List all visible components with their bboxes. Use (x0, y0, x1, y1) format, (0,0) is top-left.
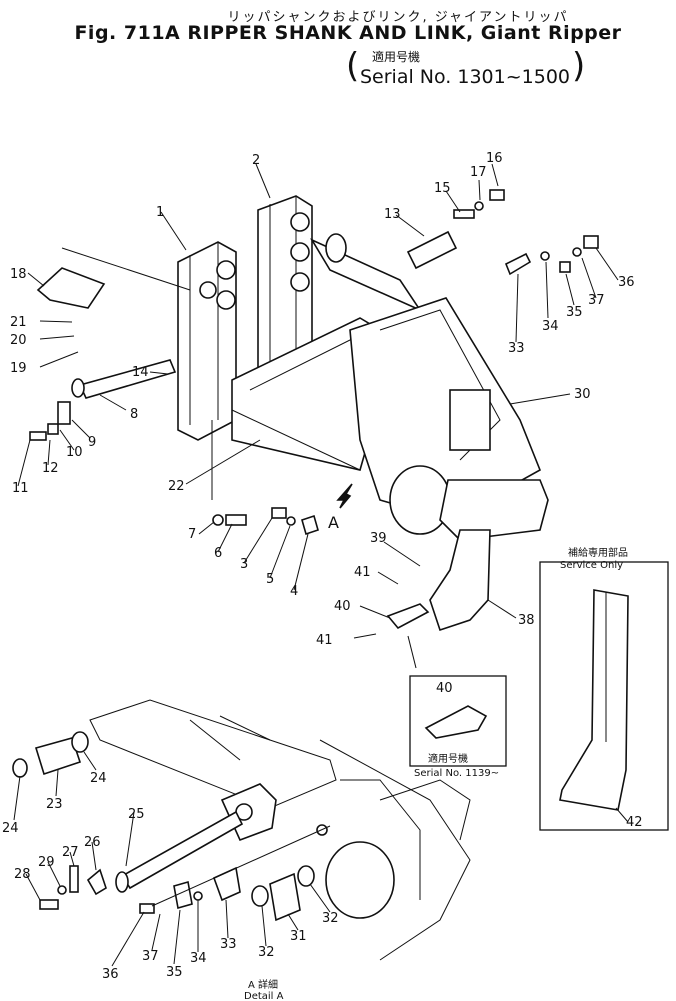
detail-leaders (13, 751, 331, 967)
part-label: 3 (240, 557, 248, 572)
detail-a-jp: A 詳細 (248, 978, 278, 991)
part-label: 37 (588, 293, 605, 308)
part-label: 28 (14, 867, 31, 882)
part-label: 12 (42, 461, 59, 476)
figure-title: Fig. 711A RIPPER SHANK AND LINK, Giant R… (74, 22, 622, 44)
part-label: 38 (518, 613, 535, 628)
part-label: 22 (168, 479, 185, 494)
part-label: 10 (66, 445, 83, 460)
part-label: 7 (188, 527, 196, 542)
service-only-label: Service Only (560, 560, 623, 571)
part-label: 26 (84, 835, 101, 850)
part-label: 11 (12, 481, 29, 496)
service-only-jp: 補給専用部品 (568, 546, 628, 559)
serial-inset (409, 675, 507, 767)
part-label: 24 (90, 771, 107, 786)
part-label: 4 (290, 584, 298, 599)
part-label: 36 (102, 967, 119, 982)
part-label: 40 (334, 599, 351, 614)
leader-lines (17, 163, 619, 669)
part-label: 19 (10, 361, 27, 376)
part-label: 21 (10, 315, 27, 330)
part-label: 35 (566, 305, 583, 320)
view-marker-a: A (328, 513, 339, 532)
part-label: 30 (574, 387, 591, 402)
part-label: 8 (130, 407, 138, 422)
part-label: 41 (316, 633, 333, 648)
part-label: 25 (128, 807, 145, 822)
part-label: 6 (214, 546, 222, 561)
part-label: 27 (62, 845, 79, 860)
applicable-models-japanese: 適用号機 (372, 50, 421, 64)
serial-note-jp: 適用号機 (428, 752, 468, 765)
serial-note: Serial No. 1139~ (414, 768, 499, 779)
part-label: 13 (384, 207, 401, 222)
part-label: 2 (252, 153, 260, 168)
part-label: 37 (142, 949, 159, 964)
part-label: 36 (618, 275, 635, 290)
part-label: 17 (470, 165, 487, 180)
part-label: 32 (258, 945, 275, 960)
part-label: 33 (508, 341, 525, 356)
title-japanese: リッパシャンクおよびリンク, ジャイアントリッパ (227, 10, 569, 25)
main-assembly (29, 189, 599, 632)
part-label: 14 (132, 365, 149, 380)
serial-range: Serial No. 1301~1500 (360, 66, 571, 88)
part-label: 34 (542, 319, 559, 334)
service-only-inset (539, 561, 669, 831)
part-label: 32 (322, 911, 339, 926)
part-label: 41 (354, 565, 371, 580)
part-label: 29 (38, 855, 55, 870)
detail-a-drawing (12, 699, 471, 961)
part-label: 31 (290, 929, 307, 944)
part-label: 35 (166, 965, 183, 980)
part-label: 16 (486, 151, 503, 166)
part-number-labels: 1 2 3 4 5 6 7 8 9 10 11 12 13 14 15 16 1… (2, 151, 643, 982)
part-label: 15 (434, 181, 451, 196)
close-paren: ) (572, 46, 586, 86)
part-label: 34 (190, 951, 207, 966)
part-label: 39 (370, 531, 387, 546)
part-label: 24 (2, 821, 19, 836)
part-label: 20 (10, 333, 27, 348)
part-label: 5 (266, 572, 274, 587)
part-label: 1 (156, 205, 164, 220)
open-paren: ( (346, 46, 360, 86)
detail-a-label: Detail A (244, 991, 284, 1001)
part-label: 40 (436, 681, 453, 696)
part-label: 23 (46, 797, 63, 812)
part-label: 9 (88, 435, 96, 450)
part-label: 18 (10, 267, 27, 282)
part-label: 33 (220, 937, 237, 952)
part-label: 42 (626, 815, 643, 830)
